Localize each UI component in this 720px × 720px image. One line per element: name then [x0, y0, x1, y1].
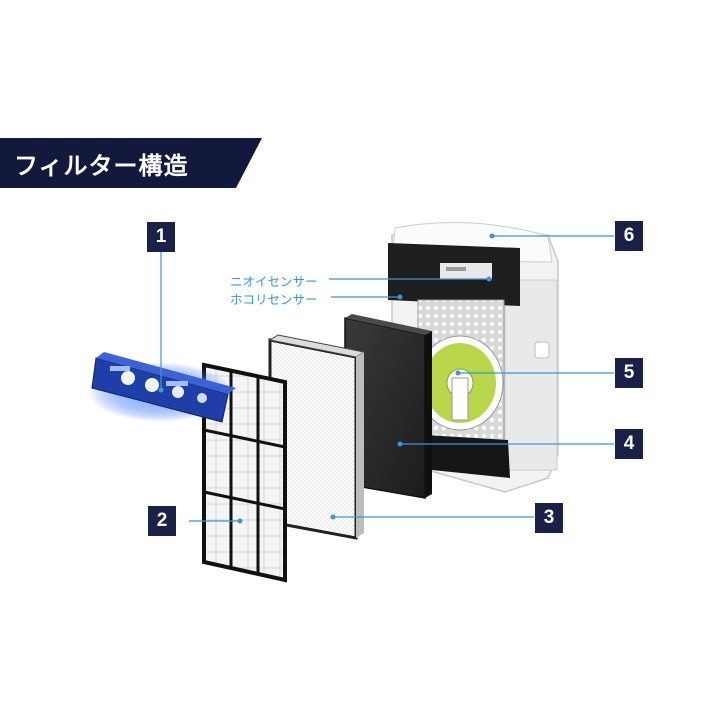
deodorizing-filter — [344, 314, 432, 499]
pre-filter — [202, 362, 287, 583]
hepa-filter — [268, 334, 366, 540]
banner-shape — [0, 138, 262, 188]
ion-generator-unit — [88, 352, 236, 423]
page-title: フィルター構造 — [14, 152, 189, 180]
label-3: 3 — [535, 503, 563, 533]
label-1: 1 — [147, 222, 175, 252]
leader-lines — [160, 235, 614, 522]
dust-sensor-label: ホコリセンサー — [230, 292, 318, 307]
label-6: 6 — [615, 221, 643, 251]
leader-dots — [158, 233, 495, 524]
label-5: 5 — [615, 358, 643, 388]
label-2: 2 — [148, 506, 176, 536]
humidifier-filter — [416, 335, 504, 431]
label-4: 4 — [615, 429, 643, 459]
title-banner: フィルター構造 — [0, 138, 262, 188]
odor-sensor-label: ニオイセンサー — [230, 274, 318, 289]
